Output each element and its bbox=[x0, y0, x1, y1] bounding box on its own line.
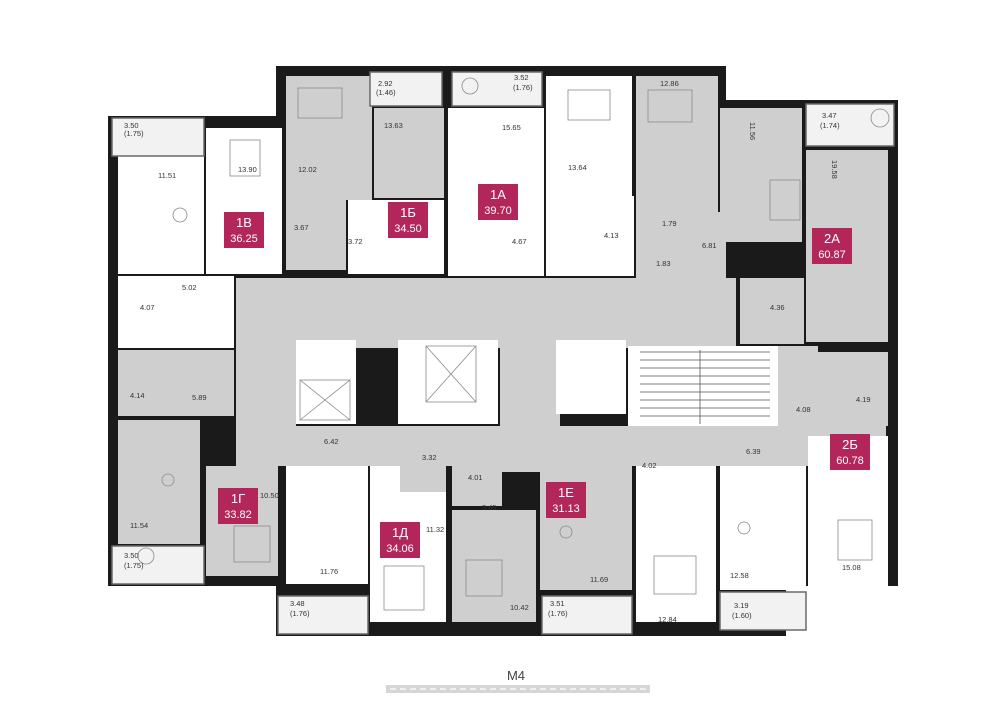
apartment-code: 1Г bbox=[231, 491, 245, 506]
badge-background bbox=[388, 202, 428, 238]
room-label: 11.32 bbox=[426, 525, 444, 534]
room-label: 11.54 bbox=[130, 521, 148, 530]
room-label: 4.01 bbox=[468, 473, 483, 482]
apartment-badges: 1В 36.25 1Б 34.50 1А 39.70 2А 60.87 2Б 6… bbox=[218, 184, 870, 558]
room-label: 1.79 bbox=[662, 219, 677, 228]
room-label: (1.76) bbox=[290, 609, 310, 618]
room-label: 12.84 bbox=[658, 615, 677, 624]
room-label: 19.58 bbox=[830, 160, 839, 179]
room-label: 11.51 bbox=[158, 171, 176, 180]
room-label: (1.60) bbox=[732, 611, 752, 620]
room-label: 5.02 bbox=[182, 283, 197, 292]
room-label: 3.32 bbox=[422, 453, 437, 462]
apartment-badge-1g[interactable]: 1Г 33.82 bbox=[218, 488, 258, 524]
corridor-and-core bbox=[236, 278, 886, 472]
room-label: (1.76) bbox=[513, 83, 533, 92]
apartment-badge-2b[interactable]: 2Б 60.78 bbox=[830, 434, 870, 470]
room-label: 11.69 bbox=[590, 575, 608, 584]
room-label: 15.65 bbox=[502, 123, 521, 132]
apartment-badge-1d[interactable]: 1Д 34.06 bbox=[380, 522, 420, 558]
room-label: 13.64 bbox=[568, 163, 587, 172]
badge-background bbox=[812, 228, 852, 264]
room-label: 4.36 bbox=[770, 303, 785, 312]
room-label: 4.02 bbox=[642, 461, 657, 470]
apartment-code: 2Б bbox=[842, 437, 858, 452]
room-label: 3.45 bbox=[482, 503, 497, 512]
room-label: 3.52 bbox=[514, 73, 529, 82]
room-label: (1.75) bbox=[124, 561, 144, 570]
staircase bbox=[640, 350, 770, 424]
badge-background bbox=[478, 184, 518, 220]
room-label: 6.39 bbox=[746, 447, 761, 456]
apartment-area: 31.13 bbox=[552, 503, 580, 515]
room-label: 4.13 bbox=[604, 231, 619, 240]
room-label: 10.50 bbox=[260, 491, 279, 500]
room-label: 1.83 bbox=[656, 259, 671, 268]
room-label: 3.50 bbox=[124, 121, 139, 130]
apartment-area: 60.87 bbox=[818, 249, 846, 261]
room-label: (1.46) bbox=[376, 88, 396, 97]
room-label: 4.08 bbox=[796, 405, 811, 414]
rooms-top-row bbox=[118, 76, 888, 426]
apartment-code: 1Е bbox=[558, 485, 574, 500]
apartment-area: 34.50 bbox=[394, 223, 422, 235]
highway-label: М4 bbox=[507, 668, 525, 683]
apartment-code: 2А bbox=[824, 231, 840, 246]
badge-background bbox=[830, 434, 870, 470]
apartment-badge-1e[interactable]: 1Е 31.13 bbox=[546, 482, 586, 518]
apartment-area: 36.25 bbox=[230, 233, 258, 245]
apartment-area: 34.06 bbox=[386, 543, 414, 555]
badge-background bbox=[218, 488, 258, 524]
room-label: 11.56 bbox=[748, 122, 757, 140]
apartment-badge-1v[interactable]: 1В 36.25 bbox=[224, 212, 264, 248]
apartment-area: 60.78 bbox=[836, 455, 864, 467]
room-label: 4.67 bbox=[512, 237, 527, 246]
room-label: 15.08 bbox=[842, 563, 861, 572]
badge-background bbox=[224, 212, 264, 248]
apartment-badge-1a[interactable]: 1А 39.70 bbox=[478, 184, 518, 220]
room-label: 3.48 bbox=[290, 599, 305, 608]
room-label: 3.47 bbox=[822, 111, 837, 120]
apartment-badge-1b[interactable]: 1Б 34.50 bbox=[388, 202, 428, 238]
badge-background bbox=[546, 482, 586, 518]
room-label: 3.67 bbox=[294, 223, 309, 232]
room-label: 3.19 bbox=[734, 601, 749, 610]
room-label: 4.07 bbox=[140, 303, 155, 312]
room-label: (1.76) bbox=[548, 609, 568, 618]
room-label: 3.50 bbox=[124, 551, 139, 560]
highway-road bbox=[386, 685, 650, 693]
highway-marker: М4 bbox=[386, 668, 650, 693]
room-labels: 3.50 (1.75) 11.51 13.90 5.02 4.07 4.14 5… bbox=[124, 73, 871, 624]
room-label: 10.42 bbox=[510, 603, 529, 612]
room-label: 12.02 bbox=[298, 165, 317, 174]
room-label: 12.86 bbox=[660, 79, 679, 88]
apartment-code: 1В bbox=[236, 215, 252, 230]
apartment-area: 39.70 bbox=[484, 205, 512, 217]
apartment-code: 1Б bbox=[400, 205, 416, 220]
furniture bbox=[137, 77, 890, 611]
room-label: 2.92 bbox=[378, 79, 393, 88]
badge-background bbox=[380, 522, 420, 558]
balconies bbox=[111, 71, 895, 635]
room-label: 12.58 bbox=[730, 571, 749, 580]
room-label: 11.76 bbox=[320, 567, 338, 576]
room-label: 6.42 bbox=[324, 437, 339, 446]
room-label: 6.81 bbox=[702, 241, 717, 250]
room-label: 13.90 bbox=[238, 165, 257, 174]
apartment-area: 33.82 bbox=[224, 509, 252, 521]
room-label: 5.89 bbox=[192, 393, 207, 402]
room-label: 13.63 bbox=[384, 121, 403, 130]
room-label: 4.14 bbox=[130, 391, 145, 400]
room-label: (1.75) bbox=[124, 129, 144, 138]
room-label: 3.51 bbox=[550, 599, 565, 608]
apartment-code: 1Д bbox=[392, 525, 408, 540]
room-label: 3.72 bbox=[348, 237, 363, 246]
apartment-code: 1А bbox=[490, 187, 506, 202]
room-label: (1.74) bbox=[820, 121, 840, 130]
room-label: 4.19 bbox=[856, 395, 871, 404]
apartment-badge-2a[interactable]: 2А 60.87 bbox=[812, 228, 852, 264]
